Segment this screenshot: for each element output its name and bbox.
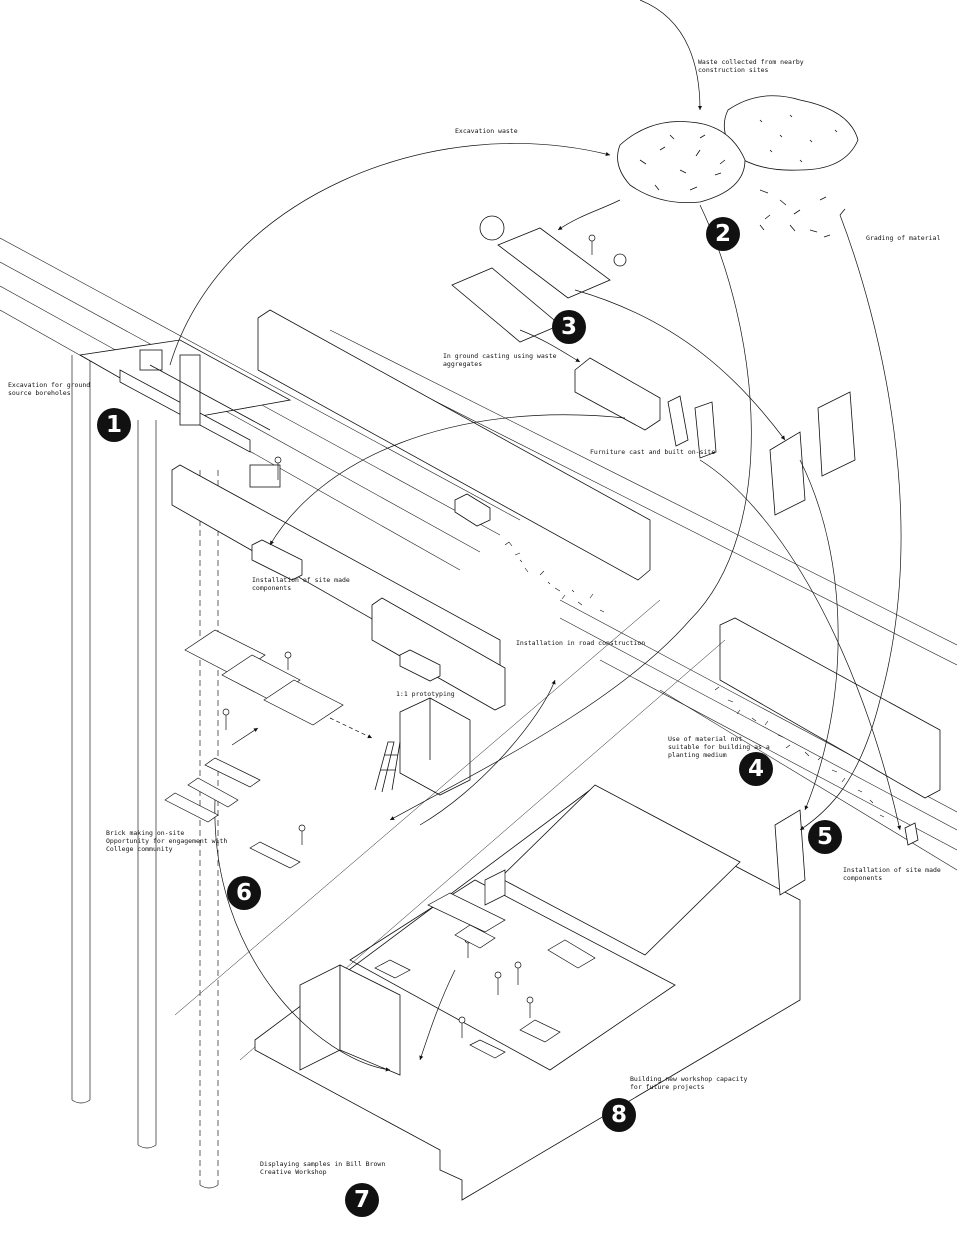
label-in-ground-casting: In ground casting using waste aggregates [443,352,557,368]
sample-box [904,822,919,846]
step-marker-5: 5 [808,820,842,854]
label-grading: Grading of material [866,234,941,242]
site-ground-lines [0,237,957,871]
boreholes [71,355,219,1189]
wall-segments [171,309,941,799]
rubble-piles [617,95,859,238]
step-marker-2: 2 [706,217,740,251]
label-prototyping: 1:1 prototyping [396,690,455,698]
label-furniture-cast: Furniture cast and built on-site [590,448,716,456]
label-excavation-boreholes: Excavation for ground source boreholes [8,381,91,397]
label-displaying-samples: Displaying samples in Bill Brown Creativ… [260,1160,386,1176]
label-planting-medium: Use of material not suitable for buildin… [668,735,770,759]
step-marker-1: 1 [97,408,131,442]
casting-beds [451,215,627,343]
label-workshop-capacity: Building new workshop capacity for futur… [630,1075,748,1091]
label-brick-making: Brick making on-site Opportunity for eng… [106,829,228,853]
step-marker-7: 7 [345,1183,379,1217]
prototype-wall [374,697,471,796]
label-road-construction: Installation in road construction [516,639,646,647]
step-marker-8: 8 [602,1098,636,1132]
label-excavation-waste: Excavation waste [455,127,518,135]
label-installation-components-right: Installation of site made components [843,866,941,882]
flow-arrows [169,0,902,1072]
planting-beds [504,541,885,818]
workshop-benches [164,757,596,1059]
step-marker-4: 4 [739,752,773,786]
step-marker-6: 6 [227,876,261,910]
cast-furniture [251,357,856,682]
workshop-building [254,784,806,1201]
label-waste-collected: Waste collected from nearby construction… [698,58,804,74]
step-marker-3: 3 [552,310,586,344]
drilling-rig [78,339,292,488]
label-installation-components-top: Installation of site made components [252,576,350,592]
